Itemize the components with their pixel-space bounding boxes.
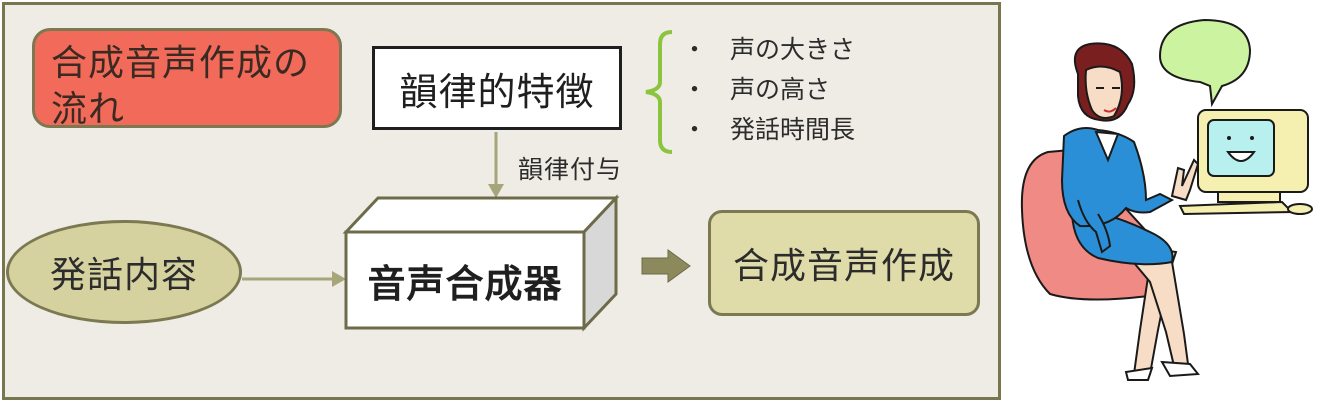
prosody-features-box: 韻律的特徴: [372, 46, 622, 130]
feature-item: ・ 声の高さ: [674, 70, 855, 110]
result-label: 合成音声作成: [732, 246, 955, 287]
prosody-arrow-head: [488, 184, 504, 198]
utterance-content-node: 発話内容: [6, 220, 242, 324]
bullet: ・: [682, 35, 708, 64]
bullet: ・: [682, 75, 708, 104]
feature-item-label: 発話時間長: [730, 115, 856, 144]
feature-item: ・ 声の大きさ: [674, 30, 855, 70]
synth-box-top: [342, 196, 620, 234]
jacket: [1060, 127, 1175, 228]
synthesizer-label: 音声合成器: [367, 261, 563, 306]
flow-title: 合成音声作成の流れ: [32, 28, 342, 130]
feature-brace: [645, 30, 673, 154]
content-arrow-head: [332, 271, 346, 287]
hand: [1170, 158, 1200, 202]
synth-box-front: [344, 230, 586, 330]
monitor-stand: [1217, 191, 1281, 203]
woman-computer-illustration: [1020, 18, 1313, 381]
bullet: ・: [682, 115, 708, 144]
face: [1084, 65, 1123, 119]
keyboard: [1178, 200, 1295, 216]
feature-item-label: 声の大きさ: [730, 35, 856, 64]
feature-list: ・ 声の大きさ ・ 声の高さ ・ 発話時間長: [674, 30, 855, 150]
result-node: 合成音声作成: [708, 210, 980, 316]
result-arrow: [641, 249, 691, 283]
feature-item: ・ 発話時間長: [674, 110, 855, 150]
utterance-content-label: 発話内容: [49, 255, 198, 296]
feature-item-label: 声の高さ: [730, 75, 831, 104]
shoes: [1124, 366, 1154, 381]
mouse: [1287, 203, 1313, 215]
prosody-assign-label: 韻律付与: [518, 155, 623, 184]
speech-bubble: [1158, 18, 1252, 108]
monitor-screen: [1207, 119, 1275, 177]
prosody-features-label: 韻律的特徴: [399, 69, 595, 114]
